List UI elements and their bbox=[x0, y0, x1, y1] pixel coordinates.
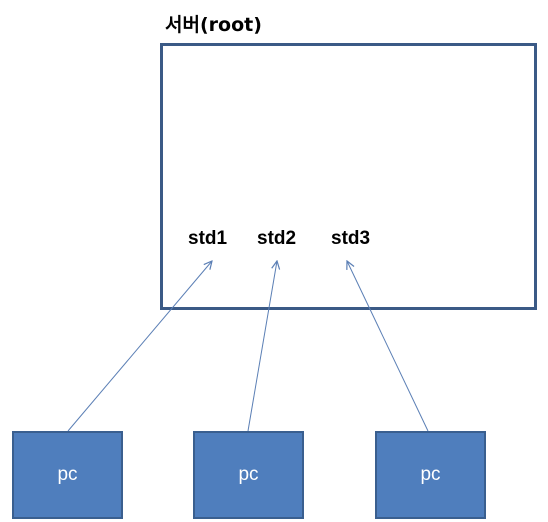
server-title: 서버(root) bbox=[165, 14, 262, 36]
pc-label: pc bbox=[238, 464, 259, 485]
pc-box-3: pc bbox=[375, 431, 486, 519]
arrow-pc1-to-std1 bbox=[67, 261, 212, 432]
user-label-std1: std1 bbox=[188, 228, 228, 249]
user-label-std2: std2 bbox=[257, 228, 297, 249]
pc-box-1: pc bbox=[12, 431, 123, 519]
user-label-std3: std3 bbox=[331, 228, 371, 249]
pc-box-2: pc bbox=[193, 431, 304, 519]
arrow-pc3-to-std3 bbox=[347, 261, 429, 432]
arrow-pc2-to-std2 bbox=[247, 261, 277, 432]
pc-label: pc bbox=[420, 464, 441, 485]
pc-label: pc bbox=[57, 464, 78, 485]
